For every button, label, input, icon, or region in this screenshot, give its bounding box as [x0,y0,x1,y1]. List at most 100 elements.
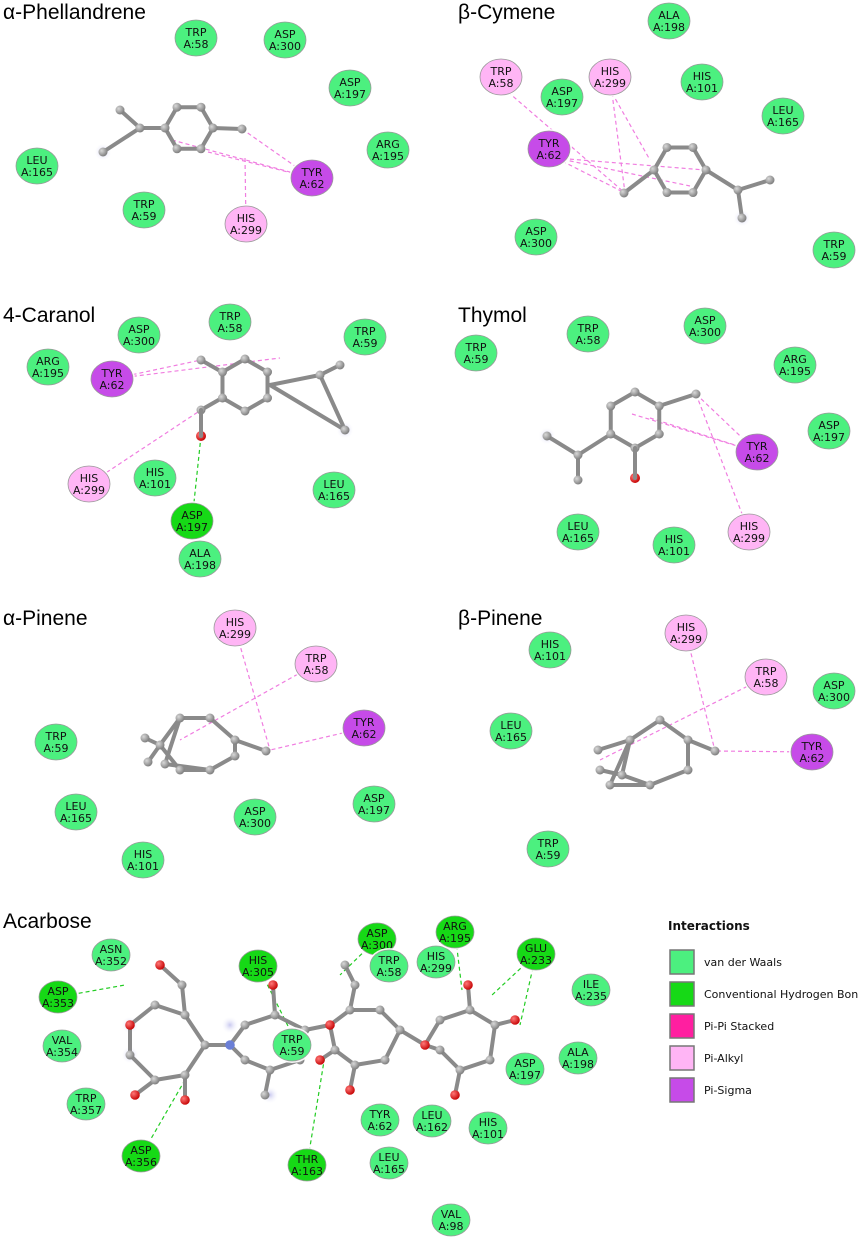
residue-disc-fill [761,97,805,135]
carbon-atom [340,960,350,970]
panel-title-beta-pinene: β-Pinene [458,607,542,630]
carbon-atom [150,1075,160,1085]
bond [736,188,744,220]
residue-name: ALA [567,1046,589,1059]
residue-name: TRP [465,341,487,354]
residue-id: A:165 [373,1163,405,1176]
panel-title-alpha-phellandrene: α-Phellandrene [3,1,146,24]
carbon-atom [380,1055,390,1065]
residue-name: ARG [783,353,807,366]
carbon-atom [350,980,360,990]
residue-disc-fill [571,973,611,1007]
bond [268,383,347,432]
residue-id: A:233 [520,954,552,967]
carbon-atom [172,144,182,154]
residue-name: VAL [52,1034,73,1047]
bond [153,1073,187,1082]
oxygen-atom [420,1040,430,1050]
residue-id: A:59 [463,353,488,366]
carbon-atom [683,735,693,745]
residue-name: TRP [823,238,845,251]
bond [183,1043,207,1077]
panel-title-thymol: Thymol [458,304,527,327]
legend-label: van der Waals [704,956,782,969]
residue-disc-fill [416,945,456,979]
residue-disc-fill [294,645,338,683]
residue-name: HIS [80,472,99,485]
bond [608,738,632,787]
residue-id: A:299 [219,628,251,641]
bond [633,390,662,408]
carbon-atom [375,1005,385,1015]
residue-name: ASP [128,323,150,336]
bond [101,126,142,154]
residue-name: TYR [352,716,374,729]
legend-swatch-van-der-waals [669,949,695,975]
residue-name: HIS [249,954,268,967]
residue-name: ASP [366,927,388,940]
residue-disc-fill [505,1052,545,1086]
carbon-atom [573,450,583,460]
residue-id: A:165 [21,166,53,179]
residue-disc-fill [91,938,131,972]
residue-id: A:165 [318,490,350,503]
residue-name: ARG [443,920,467,933]
bond [383,1028,402,1062]
residue-disc-fill [122,191,166,229]
oxygen-atom [130,1090,140,1100]
residue-id: A:197 [813,431,845,444]
carbon-atom [606,401,616,411]
residue-disc-fill [773,346,817,384]
carbon-atom [155,740,165,750]
residue-id: A:299 [230,224,262,237]
carbon-atom [196,144,206,154]
legend-item: Conventional Hydrogen Bond [669,981,858,1007]
carbon-atom [625,735,635,745]
legend-swatch-conventional-hydrogen-bond [669,981,695,1007]
carbon-atom [335,360,345,370]
residue-disc-fill [272,1028,312,1062]
residue-id: A:195 [372,150,404,163]
residue-name: ARG [36,355,60,368]
residue-disc-fill [238,949,278,983]
residue-disc-fill [178,540,222,578]
residue-name: ASP [363,792,385,805]
residue-name: ASN [100,943,123,956]
carbon-atom [217,367,227,377]
bond [153,1003,187,1017]
residue-name: TYR [100,367,122,380]
residue-id: A:101 [139,478,171,491]
carbon-atom [143,757,153,767]
residue-disc-fill [352,785,396,823]
carbon-atom [237,124,247,134]
carbon-atom [160,123,170,133]
carbon-atom [240,354,250,364]
residue-id: A:62 [299,178,324,191]
carbon-atom [180,1010,190,1020]
residue-id: A:300 [269,40,301,53]
residue-id: A:62 [351,728,376,741]
residue-id: A:101 [472,1128,504,1141]
residue-id: A:300 [123,335,155,348]
residue-name: HIS [541,638,560,651]
oxygen-atom [315,1055,325,1065]
residue-id: A:58 [575,334,600,347]
bond [353,1058,387,1067]
